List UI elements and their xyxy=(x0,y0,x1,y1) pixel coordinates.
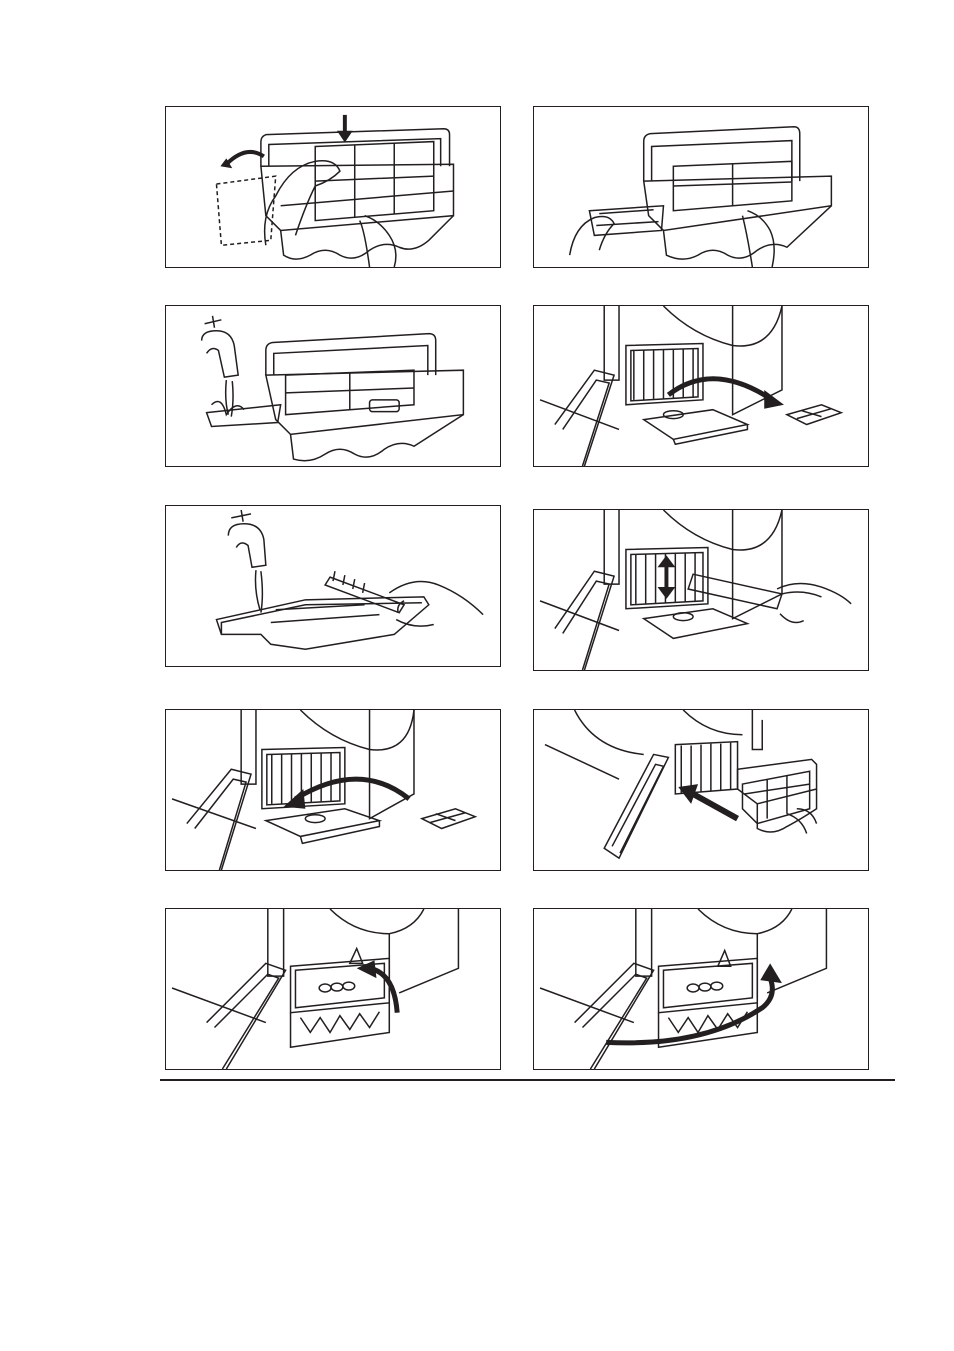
step-7-illustration xyxy=(166,710,500,870)
step-6-illustration xyxy=(534,510,868,670)
push-down-arrow-icon xyxy=(343,115,347,133)
step-2-illustration xyxy=(534,107,868,267)
water-tap-icon xyxy=(228,510,266,613)
step-1-panel xyxy=(165,106,501,268)
step-10-panel xyxy=(533,908,869,1070)
step-3-illustration xyxy=(166,306,500,466)
filter-box-icon xyxy=(738,759,817,832)
step-5-panel xyxy=(165,505,501,667)
step-4-illustration xyxy=(534,306,868,466)
curved-arrow-left-icon xyxy=(295,779,409,799)
curved-arrow-close-icon xyxy=(606,978,772,1043)
dryer-door-icon xyxy=(207,963,286,1069)
step-7-panel xyxy=(165,709,501,871)
dryer-door-icon xyxy=(604,754,668,858)
step-8-illustration xyxy=(534,710,868,870)
dryer-door-icon xyxy=(555,571,614,670)
step-9-panel xyxy=(165,908,501,1070)
step-5-illustration xyxy=(166,506,500,666)
step-3-panel xyxy=(165,305,501,467)
step-6-panel xyxy=(533,509,869,671)
step-10-illustration xyxy=(534,909,868,1069)
step-4-panel xyxy=(533,305,869,467)
step-8-panel xyxy=(533,709,869,871)
dryer-door-icon xyxy=(575,963,654,1069)
vertical-double-arrow-icon xyxy=(658,555,676,598)
section-divider xyxy=(160,1079,895,1081)
curved-arrow-left-icon xyxy=(226,152,264,164)
filter-icon xyxy=(422,809,475,829)
water-tap-icon xyxy=(202,316,244,417)
step-1-illustration xyxy=(166,107,500,267)
step-9-illustration xyxy=(166,909,500,1069)
dryer-door-icon xyxy=(555,370,614,466)
filter-icon xyxy=(787,405,841,425)
step-2-panel xyxy=(533,106,869,268)
